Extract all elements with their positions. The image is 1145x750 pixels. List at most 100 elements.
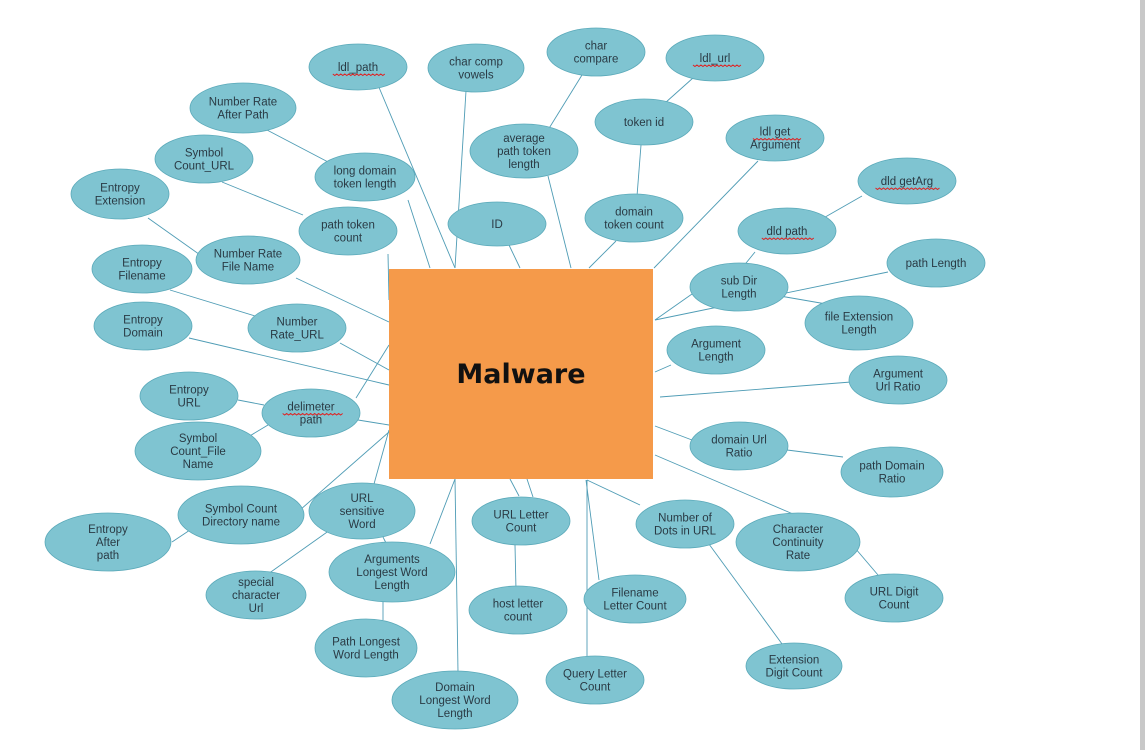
node-label-line: Ratio: [879, 474, 906, 486]
edge-line: [454, 90, 467, 269]
node-ellipse: [308, 43, 408, 91]
node-ellipse: [91, 244, 193, 294]
edge-line: [514, 544, 517, 591]
edge-line: [654, 364, 672, 373]
node-label-line: Filename: [611, 588, 658, 600]
node-ellipse: [745, 642, 843, 690]
page-right-border: [1140, 0, 1145, 750]
node-ellipse: [594, 98, 694, 146]
node-label-line: Number: [277, 317, 318, 329]
node-label-line: average: [503, 133, 545, 145]
node-label-line: Argument: [873, 369, 924, 381]
node-label-line: domain: [615, 207, 653, 219]
node-ellipse: [546, 27, 646, 77]
node-ellipse: [298, 206, 398, 256]
node-ellipse: [545, 655, 645, 705]
node-label-line: Symbol: [179, 433, 217, 445]
node-ellipse: [44, 512, 172, 572]
node-ellipse: [471, 496, 571, 546]
node-label-line: path: [300, 415, 322, 427]
node-label-line: Word: [348, 519, 375, 531]
spellcheck-underline: [282, 412, 343, 416]
node-ellipse: [844, 573, 944, 623]
node-label-line: Argument: [691, 339, 742, 351]
node-label-line: Longest Word: [356, 567, 427, 579]
node-ellipse: [583, 574, 687, 624]
node-ellipse: [177, 485, 305, 545]
node-label-line: count: [504, 612, 533, 624]
node-ellipse: [314, 152, 416, 202]
spellcheck-underline: [752, 137, 802, 141]
node-label-line: Number Rate: [209, 97, 277, 109]
node-label-line: dld path: [767, 226, 808, 238]
node-label-line: compare: [574, 54, 619, 66]
node-label-line: Length: [698, 352, 733, 364]
node-ellipse: [427, 43, 525, 93]
node-label-line: Character: [773, 524, 824, 536]
center-group: Malware: [389, 269, 653, 479]
node-label-line: Path Longest: [332, 637, 401, 649]
edge-line: [407, 199, 431, 269]
node-ellipse: [447, 201, 547, 247]
node-label-line: Symbol: [185, 148, 223, 160]
node-label-line: path Domain: [859, 461, 924, 473]
node-label-line: Length: [841, 325, 876, 337]
node-ellipse: [804, 295, 914, 351]
node-label-line: URL: [350, 493, 374, 505]
node-ellipse: [737, 207, 837, 255]
node-ellipse: [689, 421, 789, 471]
node-label-line: sensitive: [340, 506, 385, 518]
spellcheck-underline: [692, 64, 742, 68]
node-label-line: Query Letter: [563, 669, 627, 681]
node-label-line: Dots in URL: [654, 526, 717, 538]
node-path-length: path Length: [886, 238, 986, 288]
edge-line: [171, 529, 191, 543]
node-label-line: token id: [624, 117, 664, 129]
node-label-line: Count_File: [170, 446, 226, 458]
node-label-line: long domain: [334, 166, 397, 178]
node-label-line: dld getArg: [881, 176, 933, 188]
node-label-line: Entropy: [169, 385, 209, 397]
node-label-line: ID: [491, 219, 503, 231]
node-label-line: Count: [879, 600, 910, 612]
node-ellipse: [735, 512, 861, 572]
node-label-line: domain Url: [711, 435, 767, 447]
node-ldl-path: ldl_path: [308, 43, 408, 91]
node-ellipse: [665, 34, 765, 82]
node-ellipse: [391, 670, 519, 730]
node-ellipse: [469, 123, 579, 179]
node-label-line: Rate: [786, 550, 810, 562]
spellcheck-underline: [875, 187, 940, 191]
edge-line: [786, 449, 844, 458]
node-ellipse: [328, 541, 456, 603]
edge-line: [355, 344, 390, 399]
node-ellipse: [666, 325, 766, 375]
node-label-line: sub Dir: [721, 276, 758, 288]
node-label-line: Entropy: [123, 315, 163, 327]
node-label-line: Entropy: [100, 183, 140, 195]
node-label-line: Longest Word: [419, 695, 490, 707]
node-ellipse: [635, 499, 735, 549]
edge-line: [295, 277, 390, 323]
node-ellipse: [70, 168, 170, 220]
node-label-line: Url: [249, 603, 264, 615]
node-ellipse: [584, 193, 684, 243]
edge-line: [267, 529, 331, 575]
node-ellipse: [205, 570, 307, 620]
node-label-line: URL Letter: [493, 510, 548, 522]
